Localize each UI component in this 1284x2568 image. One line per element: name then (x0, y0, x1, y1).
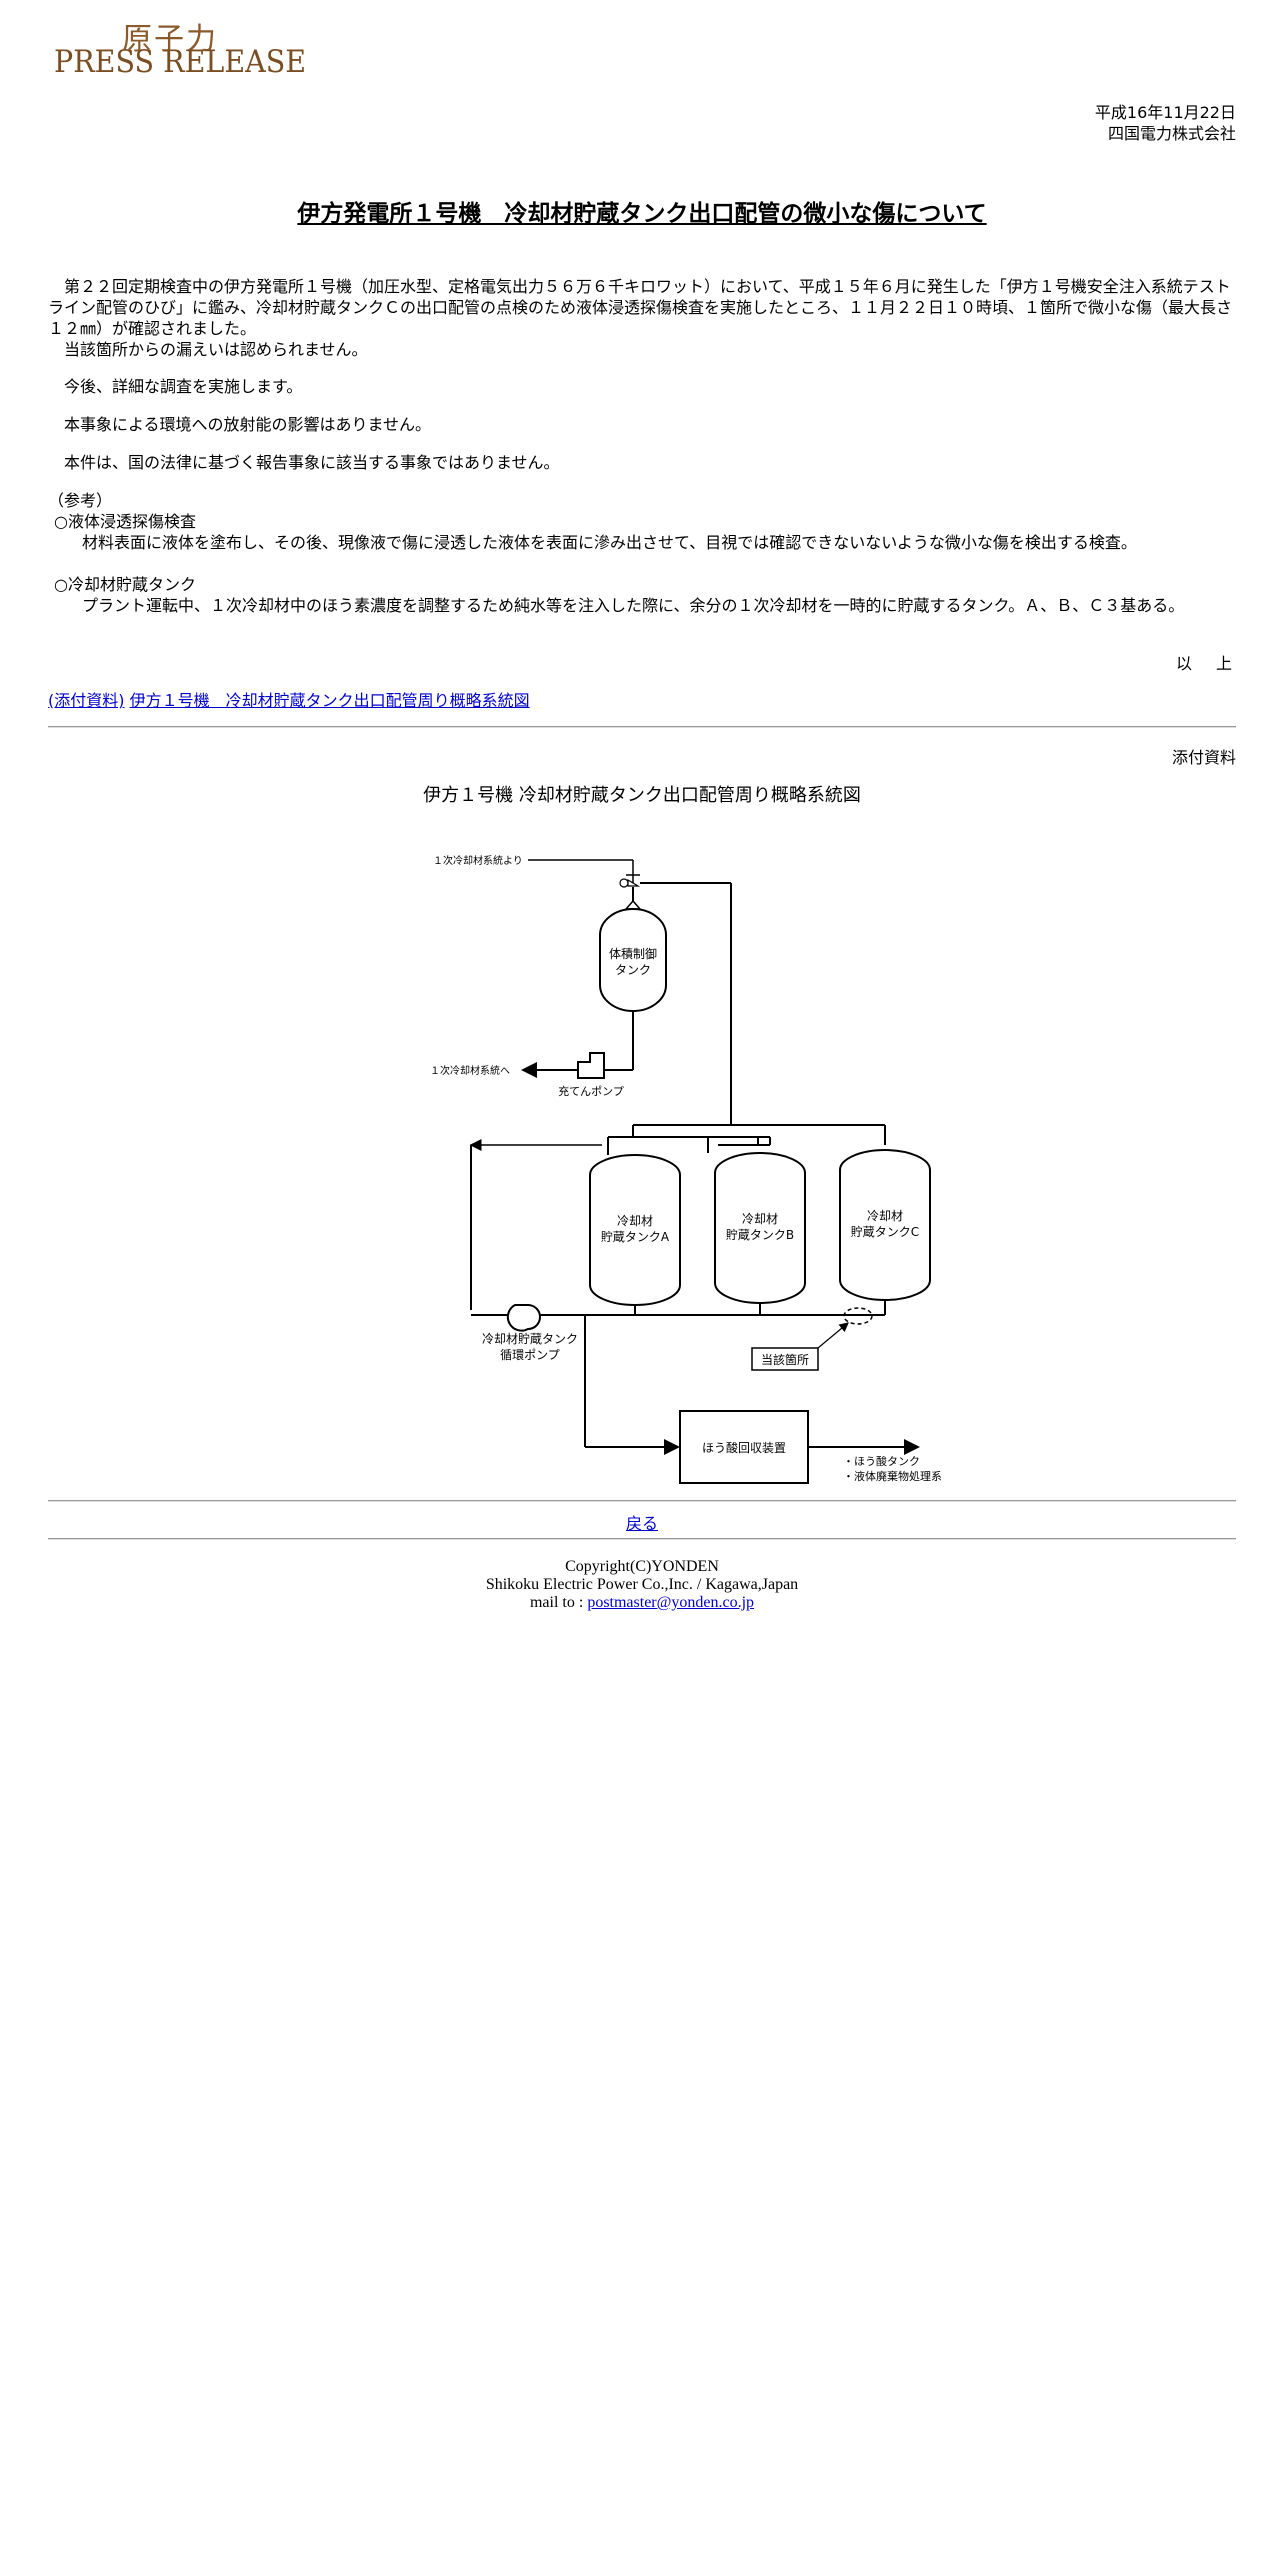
paragraph: 本事象による環境への放射能の影響はありません。 (48, 415, 432, 434)
volume-control-tank (599, 908, 667, 1012)
paragraph: 本件は、国の法律に基づく報告事象に該当する事象ではありません。 (48, 453, 560, 472)
logo-kanji: 原子力 (122, 22, 218, 57)
label-recirc-pump: 循環ポンプ (500, 1348, 560, 1362)
company-name: 四国電力株式会社 (1107, 124, 1236, 143)
attachment-link-row: (添付資料) 伊方１号機 冷却材貯蔵タンク出口配管周り概略系統図 (48, 687, 530, 711)
attachment-link[interactable]: 伊方１号機 冷却材貯蔵タンク出口配管周り概略系統図 (129, 691, 530, 710)
label-location: 当該箇所 (761, 1352, 809, 1367)
defect-location-marker (843, 1307, 873, 1325)
copyright: Copyright(C)YONDEN (565, 1558, 719, 1575)
divider (48, 726, 1236, 728)
logo-text: PRESS RELEASE (54, 44, 307, 80)
label-vct: タンク (615, 963, 651, 977)
article-body: 第２２回定期検査中の伊方発電所１号機（加圧水型、定格電気出力５６万６千キロワット… (48, 276, 1236, 616)
tank-c (839, 1149, 931, 1301)
label-tank-b: 冷却材 (742, 1212, 778, 1226)
charging-pump-icon (577, 1052, 605, 1079)
mail-link[interactable]: postmaster@yonden.co.jp (587, 1594, 755, 1611)
reference-desc: プラント運転中、１次冷却材中のほう素濃度を調整するため純水等を注入した際に、余分… (82, 596, 1185, 615)
figure-title: 伊方１号機 冷却材貯蔵タンク出口配管周り概略系統図 (423, 785, 861, 806)
release-date-block: 平成16年11月22日 四国電力株式会社 (1095, 102, 1236, 144)
company-english: Shikoku Electric Power Co.,Inc. / Kagawa… (485, 1576, 799, 1593)
location-label-box (751, 1347, 819, 1371)
back-link-row: 戻る (48, 1510, 1236, 1534)
label-vct: 体積制御 (609, 946, 657, 961)
paragraph: 当該箇所からの漏えいは認められません。 (48, 340, 368, 359)
closing-mark: 以 上 (1175, 654, 1236, 673)
paragraph: 第２２回定期検査中の伊方発電所１号機（加圧水型、定格電気出力５６万６千キロワット… (48, 277, 1233, 338)
label-tank-c: 貯蔵タンクC (851, 1225, 919, 1239)
label-tank-c: 冷却材 (867, 1209, 903, 1223)
mail-prefix: mail to : (529, 1594, 588, 1611)
label-charging-pump: 充てんポンプ (558, 1084, 624, 1098)
reference-heading: （参考） (48, 491, 113, 510)
label-to-primary: １次冷却材系統へ (430, 1064, 510, 1077)
paragraph: 今後、詳細な調査を実施します。 (48, 377, 303, 396)
press-release-logo: 原子力 PRESS RELEASE (54, 14, 306, 80)
label-tank-a: 冷却材 (617, 1214, 653, 1228)
tank-a (589, 1154, 681, 1306)
back-link[interactable]: 戻る (625, 1516, 658, 1533)
divider (48, 1500, 1236, 1502)
footer: Copyright(C)YONDEN Shikoku Electric Powe… (48, 1558, 1236, 1612)
label-output: ・ほう酸タンク (843, 1454, 920, 1468)
label-tank-b: 貯蔵タンクB (726, 1228, 794, 1242)
tank-b (714, 1152, 806, 1304)
recirc-pump-icon (506, 1304, 541, 1332)
mail-row: mail to : postmaster@yonden.co.jp (48, 1594, 1236, 1612)
label-boric-recovery: ほう酸回収装置 (702, 1440, 786, 1455)
page-title: 伊方発電所１号機 冷却材貯蔵タンク出口配管の微小な傷について (297, 201, 987, 227)
reference-term: ○液体浸透探傷検査 (54, 512, 196, 531)
reference-term: ○冷却材貯蔵タンク (54, 575, 196, 594)
divider (48, 1538, 1236, 1540)
release-date: 平成16年11月22日 (1094, 103, 1236, 122)
label-tank-a: 貯蔵タンクA (601, 1230, 670, 1244)
label-from-primary: １次冷却材系統より (433, 854, 523, 867)
attachment-label: 添付資料 (1171, 748, 1236, 767)
label-output: ・液体廃棄物処理系 (843, 1469, 942, 1483)
label-recirc-pump: 冷却材貯蔵タンク (482, 1332, 578, 1346)
reference-desc: 材料表面に液体を塗布し、その後、現像液で傷に浸透した液体を表面に滲み出させて、目… (82, 533, 1137, 552)
attachment-prefix-link[interactable]: (添付資料) (48, 691, 125, 710)
system-diagram: １次冷却材系統より 体積制御 タンク １次冷却材系統へ 充てんポンプ 冷却材 貯… (430, 854, 942, 1484)
